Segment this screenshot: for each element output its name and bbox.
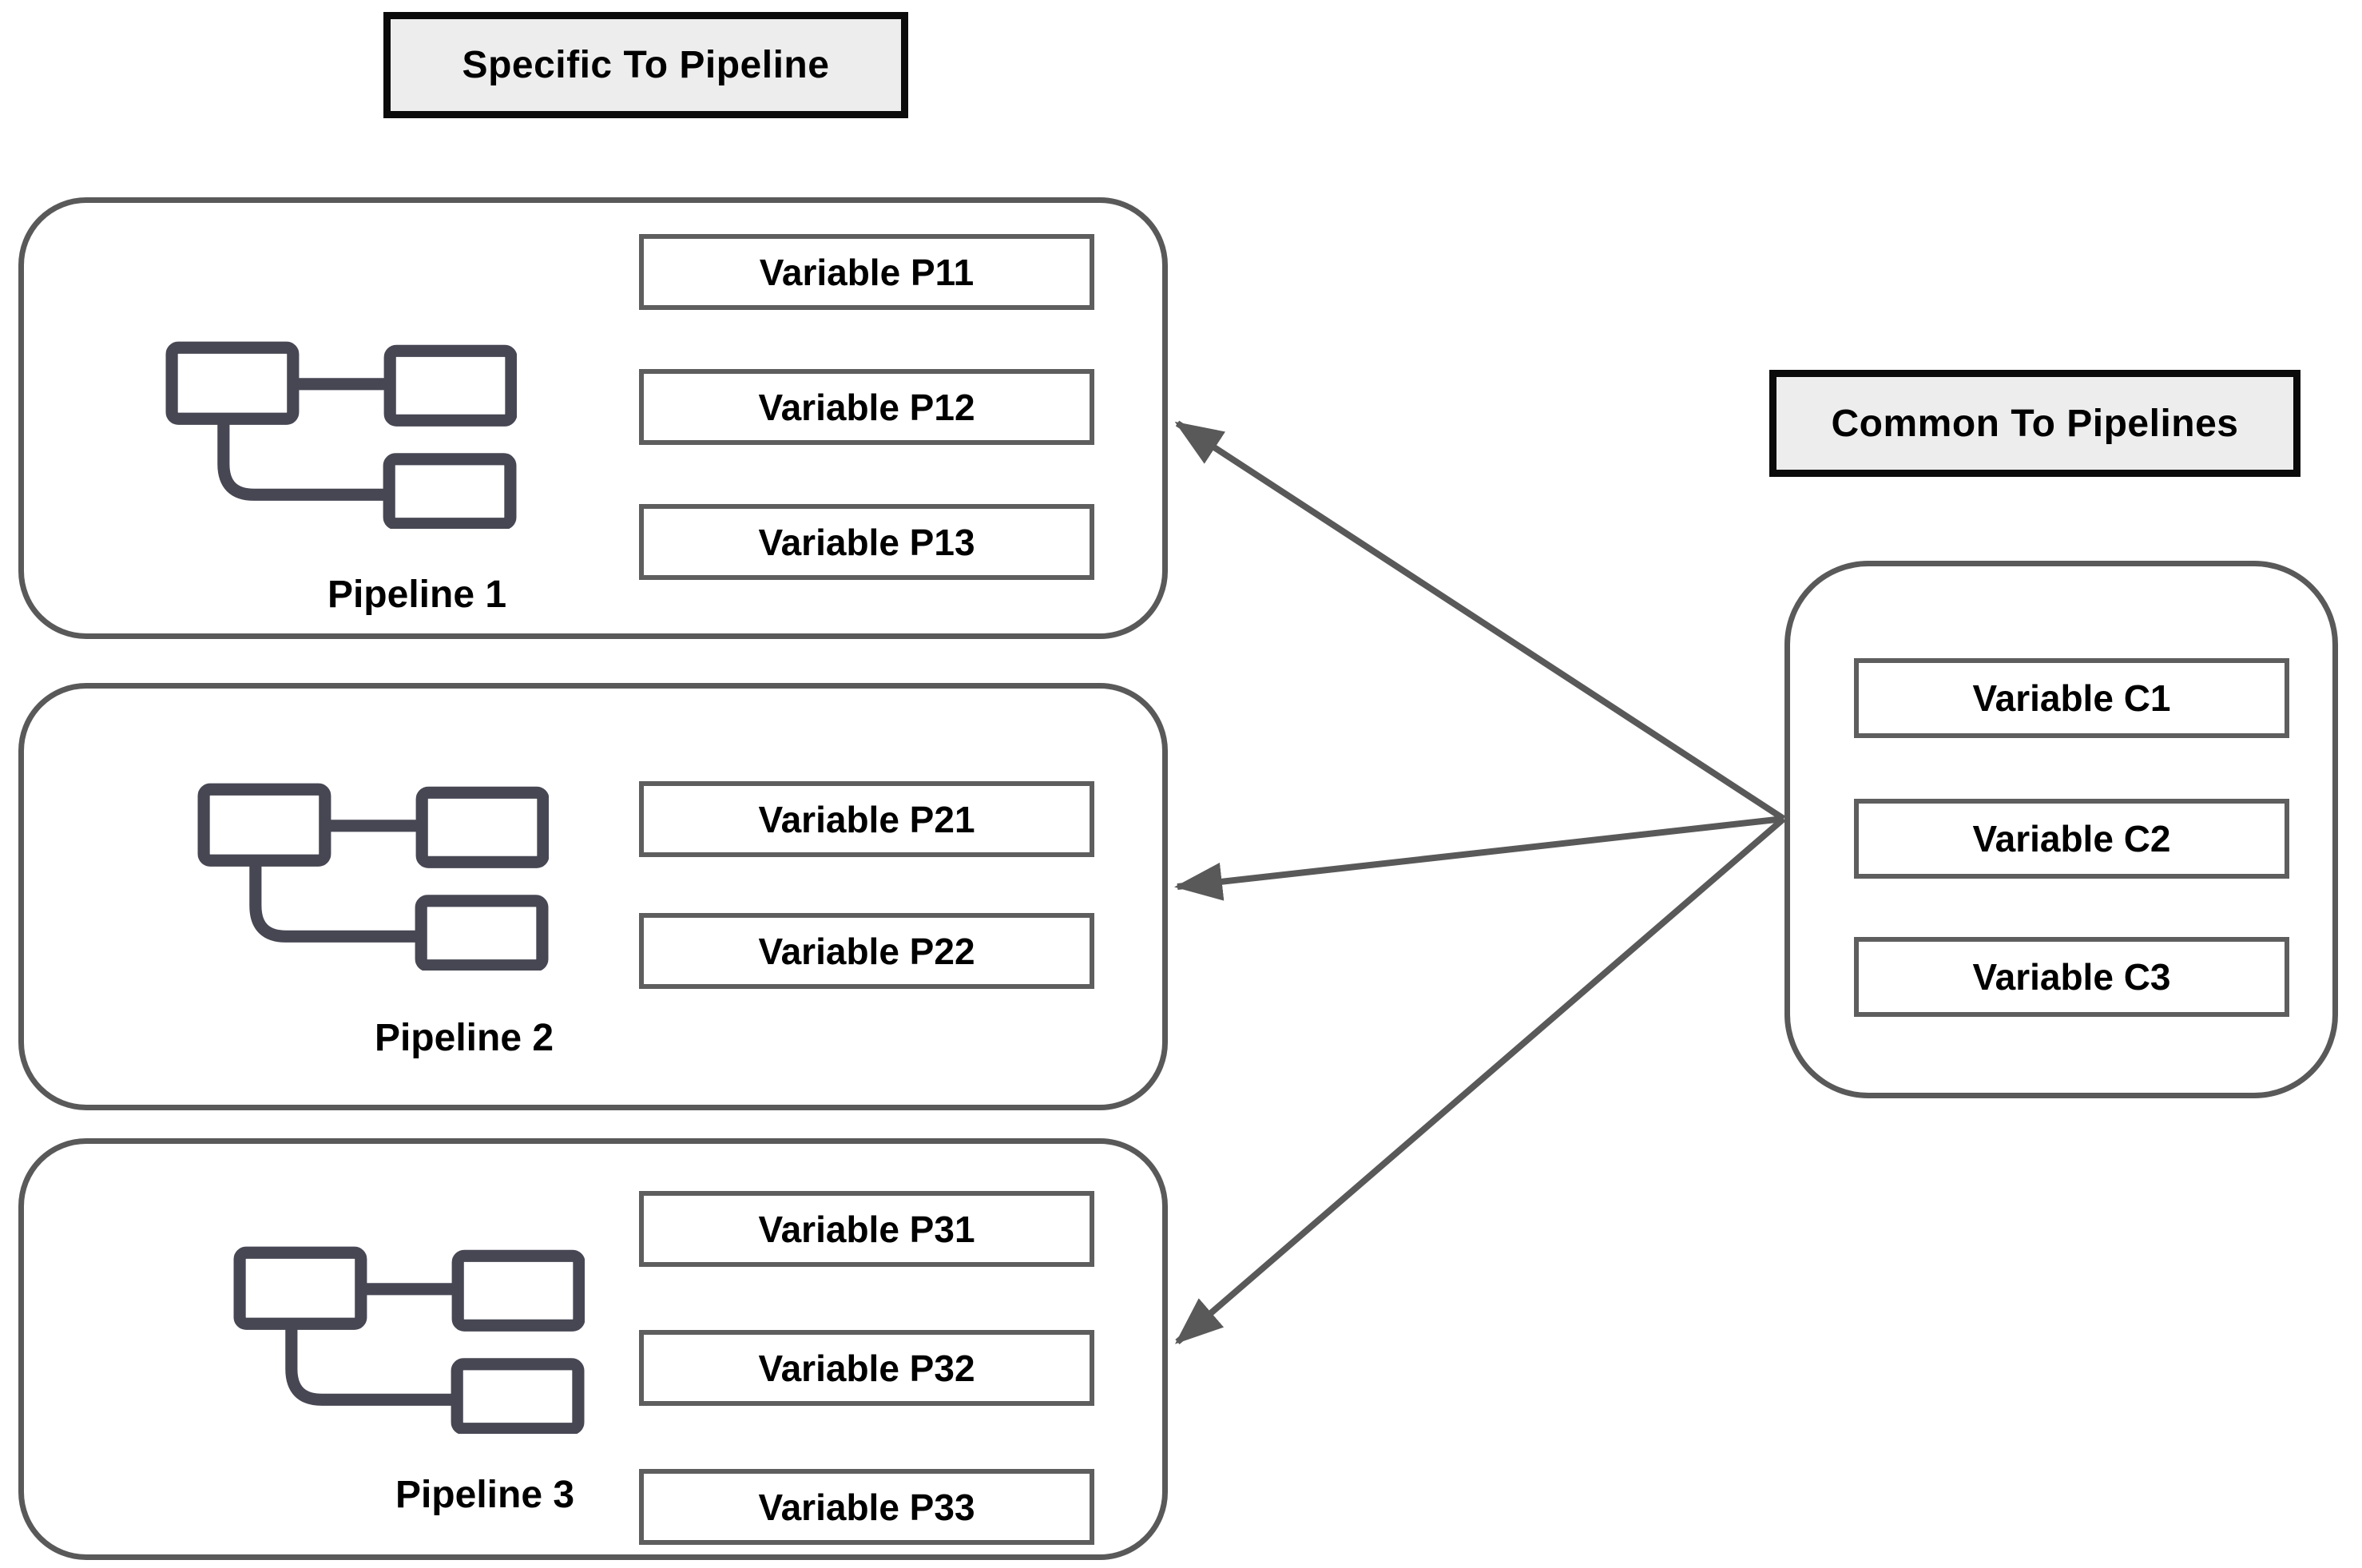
pipeline-1-label: Pipeline 1 [327, 574, 507, 616]
common-to-pipelines-title: Common To Pipelines [1769, 370, 2300, 477]
pipeline-1-container: Variable P11 Variable P12 Variable P13 P… [18, 197, 1168, 639]
arrow-common-to-pipeline-1 [1174, 420, 1786, 822]
pipeline-flow-icon [233, 1246, 585, 1434]
pipeline-2-label: Pipeline 2 [374, 1017, 554, 1059]
arrow-common-to-pipeline-2 [1174, 816, 1784, 901]
specific-to-pipeline-title: Specific To Pipeline [383, 12, 908, 118]
pipeline-flow-icon [165, 341, 517, 529]
variable-box-c2: Variable C2 [1854, 799, 2289, 879]
pipeline-flow-icon [197, 783, 549, 971]
variable-box-p33: Variable P33 [639, 1469, 1094, 1545]
pipeline-2-container: Variable P21 Variable P22 Pipeline 2 [18, 683, 1168, 1110]
variable-box-p13: Variable P13 [639, 504, 1094, 580]
variable-box-p31: Variable P31 [639, 1191, 1094, 1267]
common-variables-container: Variable C1 Variable C2 Variable C3 [1784, 561, 2338, 1098]
arrow-common-to-pipeline-3 [1174, 816, 1786, 1345]
variable-box-p11: Variable P11 [639, 234, 1094, 310]
variable-box-p32: Variable P32 [639, 1330, 1094, 1406]
pipeline-3-container: Variable P31 Variable P32 Variable P33 P… [18, 1138, 1168, 1560]
variable-box-p22: Variable P22 [639, 913, 1094, 989]
variable-box-c3: Variable C3 [1854, 937, 2289, 1017]
pipeline-3-label: Pipeline 3 [395, 1474, 575, 1516]
variable-box-p12: Variable P12 [639, 369, 1094, 445]
variable-box-p21: Variable P21 [639, 781, 1094, 857]
variable-box-c1: Variable C1 [1854, 658, 2289, 738]
